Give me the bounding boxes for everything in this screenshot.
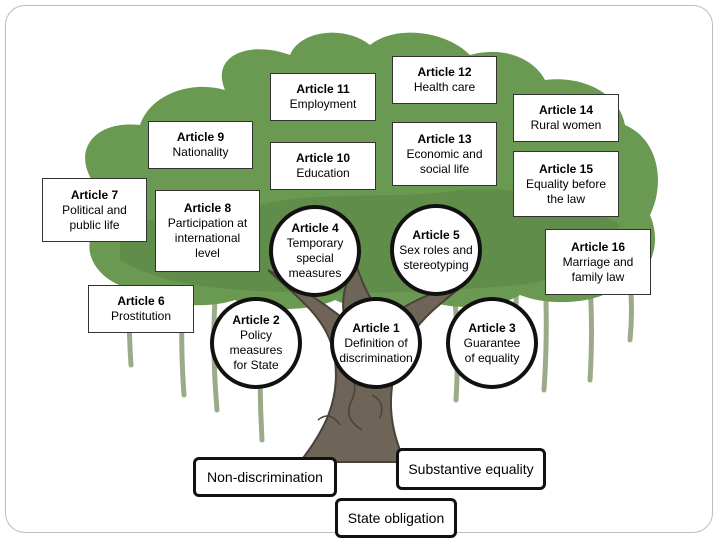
article-title: Article 11 xyxy=(296,82,350,96)
article-title: Article 12 xyxy=(417,65,472,79)
non-discrimination-label: Non-discrimination xyxy=(193,457,337,497)
article-subject: public life xyxy=(69,217,120,232)
article-subject: international xyxy=(174,231,241,245)
article-subject: for State xyxy=(233,358,279,372)
article-subject: Participation at xyxy=(167,216,248,230)
article-title: Article 4 xyxy=(291,221,339,235)
article-9-box: Article 9 Nationality xyxy=(148,121,253,169)
article-2-circle: Article 2 Policy measures for State xyxy=(210,297,302,389)
article-title: Article 13 xyxy=(417,131,472,146)
article-subject: social life xyxy=(419,161,470,176)
article-subject: Education xyxy=(296,166,350,180)
article-subject: Guarantee xyxy=(463,335,521,350)
article-subject: Marriage and xyxy=(562,254,634,269)
article-subject: Temporary xyxy=(286,236,344,250)
article-11-box: Article 11 Employment xyxy=(270,73,376,121)
article-5-circle: Article 5 Sex roles and stereotyping xyxy=(390,204,482,296)
article-title: Article 16 xyxy=(570,239,626,254)
article-subject: Health care xyxy=(413,80,476,94)
article-10-box: Article 10 Education xyxy=(270,142,376,190)
article-title: Article 1 xyxy=(352,320,400,335)
article-title: Article 15 xyxy=(538,161,594,176)
article-subject: Equality before xyxy=(525,176,607,191)
article-title: Article 7 xyxy=(70,187,119,202)
article-4-circle: Article 4 Temporary special measures xyxy=(269,205,361,297)
article-subject: level xyxy=(195,246,220,260)
article-15-box: Article 15 Equality before the law xyxy=(513,151,619,217)
article-title: Article 8 xyxy=(183,201,232,215)
article-subject: Economic and xyxy=(406,146,483,161)
substantive-equality-label: Substantive equality xyxy=(396,448,546,490)
article-title: Article 3 xyxy=(468,320,516,335)
article-16-box: Article 16 Marriage and family law xyxy=(545,229,651,295)
article-subject: Sex roles and xyxy=(399,242,473,257)
article-subject: the law xyxy=(546,191,586,206)
article-14-box: Article 14 Rural women xyxy=(513,94,619,142)
article-subject: special xyxy=(296,251,334,265)
article-title: Article 10 xyxy=(295,151,351,165)
article-title: Article 6 xyxy=(117,294,165,308)
article-subject: discrimination xyxy=(339,350,413,365)
article-subject: Rural women xyxy=(530,118,602,132)
state-obligation-label: State obligation xyxy=(335,498,457,538)
article-1-circle: Article 1 Definition of discrimination xyxy=(330,297,422,389)
article-subject: measures xyxy=(288,266,342,280)
article-6-box: Article 6 Prostitution xyxy=(88,285,194,333)
article-subject: Nationality xyxy=(172,145,229,159)
article-13-box: Article 13 Economic and social life xyxy=(392,122,497,186)
article-subject: stereotyping xyxy=(403,257,469,272)
article-subject: Employment xyxy=(289,97,357,111)
article-7-box: Article 7 Political and public life xyxy=(42,178,147,242)
article-subject: Prostitution xyxy=(110,309,172,323)
article-subject: of equality xyxy=(464,350,520,365)
article-title: Article 5 xyxy=(412,227,460,242)
article-title: Article 9 xyxy=(176,130,225,144)
article-subject: family law xyxy=(571,269,625,284)
article-3-circle: Article 3 Guarantee of equality xyxy=(446,297,538,389)
article-8-box: Article 8 Participation at international… xyxy=(155,190,260,272)
article-subject: measures xyxy=(229,343,283,357)
article-subject: Political and xyxy=(62,202,127,217)
article-subject: Definition of xyxy=(344,335,408,350)
article-subject: Policy xyxy=(239,328,272,342)
article-title: Article 2 xyxy=(232,313,280,327)
article-12-box: Article 12 Health care xyxy=(392,56,497,104)
article-title: Article 14 xyxy=(538,103,594,117)
